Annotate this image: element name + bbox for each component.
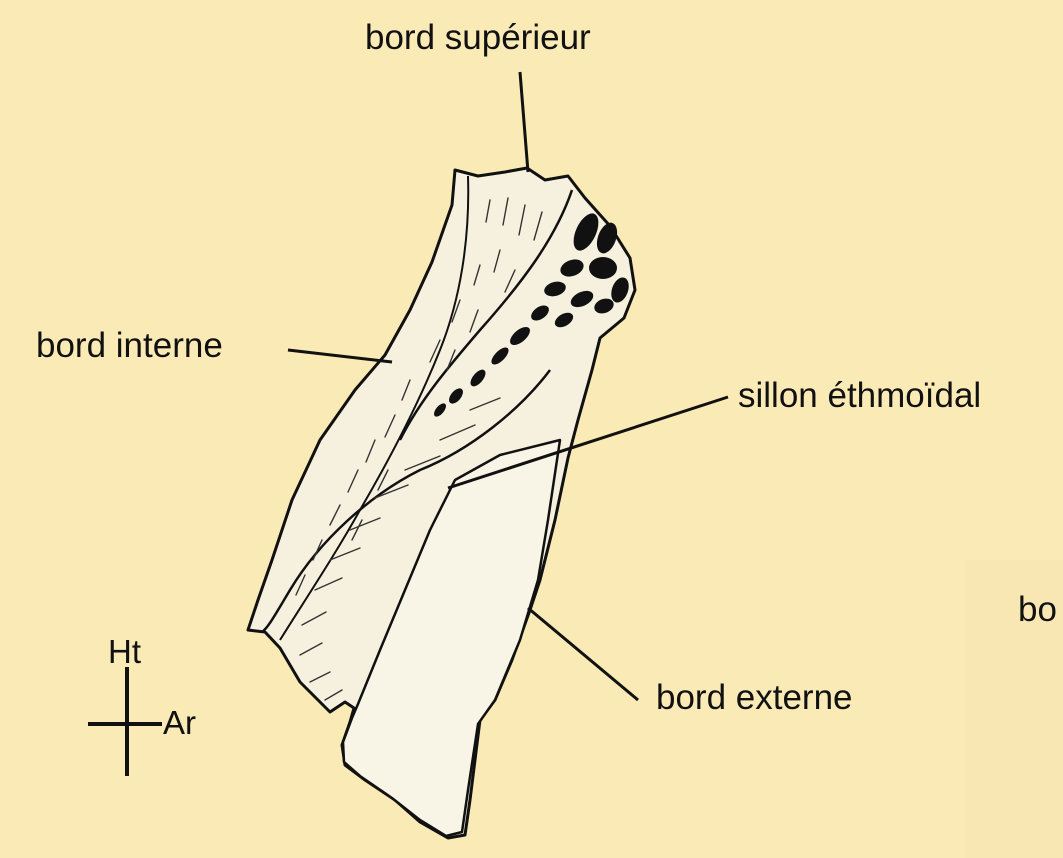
- leader-bord-interne: [288, 350, 392, 362]
- label-bord-interne: bord interne: [36, 326, 223, 366]
- label-bord-externe: bord externe: [656, 678, 853, 718]
- leader-bord-externe: [528, 608, 638, 700]
- label-bord-superieur: bord supérieur: [365, 18, 591, 58]
- label-cut-off: bo: [1018, 590, 1057, 630]
- orientation-back-label: Ar: [163, 703, 196, 743]
- orientation-up-label: Ht: [108, 632, 141, 672]
- label-sillon-ethmoidal: sillon éthmoïdal: [738, 376, 981, 416]
- leader-bord-superieur: [520, 72, 528, 172]
